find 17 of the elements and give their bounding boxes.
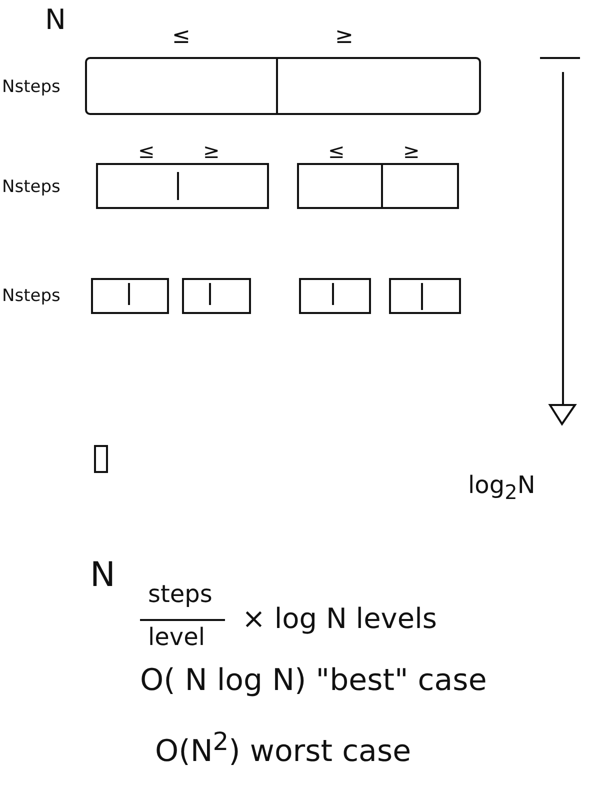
depth-label: log$_{2}$N [468, 472, 536, 503]
size-label: N [45, 5, 66, 36]
comparison-sign: ≤ [328, 140, 345, 162]
comparison-sign: ≤ [138, 140, 155, 162]
formula-text: level [148, 624, 206, 650]
step-count-label: Nsteps [2, 178, 60, 197]
step-count-label: Nsteps [2, 78, 60, 97]
complexity-text: O(N$^{2}$) worst case [155, 728, 412, 768]
formula-text: steps [148, 581, 212, 608]
comparison-sign: ≥ [403, 140, 420, 162]
formula-text: N [90, 557, 116, 594]
step-count-label: Nsteps [2, 287, 60, 306]
comparison-sign: ≥ [335, 25, 354, 50]
comparison-sign: ≥ [203, 140, 220, 162]
formula-text: × log N levels [242, 604, 437, 635]
complexity-text: O( N log N) "best" case [140, 664, 487, 697]
comparison-sign: ≤ [172, 25, 190, 50]
